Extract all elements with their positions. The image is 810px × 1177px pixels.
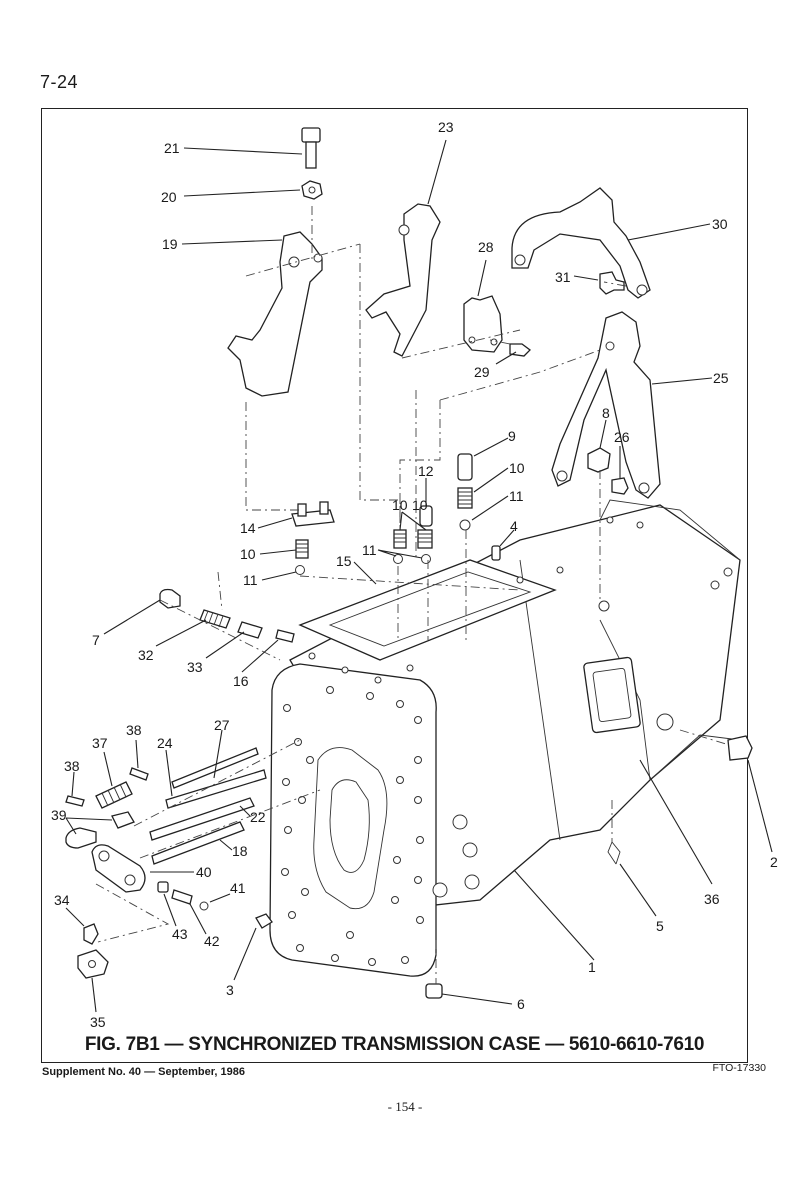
callout-11-upper-right: 11: [509, 488, 524, 504]
pin-38b: [65, 795, 85, 807]
callout-25: 25: [713, 370, 729, 386]
switch-34: [83, 923, 99, 945]
callout-39: 39: [51, 807, 67, 823]
callout-28: 28: [478, 239, 494, 255]
callout-7: 7: [92, 632, 100, 648]
callout-38-lower: 38: [64, 758, 80, 774]
shift-fork-23: [365, 203, 441, 357]
callout-37: 37: [92, 735, 108, 751]
spring-42: [171, 889, 193, 905]
shift-fork-30: [511, 187, 651, 299]
page-footer-number: - 154 -: [387, 1099, 423, 1114]
supplement-note: Supplement No. 40 — September, 1986: [42, 1066, 245, 1078]
callout-40: 40: [196, 864, 212, 880]
cap-8: [587, 447, 611, 473]
detent-plunger-9: [457, 453, 473, 481]
callout-23: 23: [438, 119, 454, 135]
callout-10-center: 10: [392, 497, 408, 513]
callout-labels: 21 20 19 23 30 28 31 29 25 8 9 26 10 12 …: [51, 119, 778, 1030]
callout-35: 35: [90, 1014, 106, 1030]
transmission-case: [269, 499, 741, 977]
spring-10a: [457, 487, 473, 509]
callout-10-center-right: 10: [412, 497, 428, 513]
callout-27: 27: [214, 717, 230, 733]
callout-4: 4: [510, 518, 518, 534]
pin-38a: [129, 767, 149, 781]
ball-41: [199, 901, 209, 911]
shift-fork-19: [227, 231, 323, 397]
callout-26: 26: [614, 429, 630, 445]
ball-11a: [459, 519, 471, 531]
callout-30: 30: [712, 216, 728, 232]
plungers-39: [65, 811, 135, 849]
callout-34: 34: [54, 892, 70, 908]
plunger-33: [237, 621, 263, 639]
callout-5: 5: [656, 918, 664, 934]
callout-38-upper: 38: [126, 722, 142, 738]
shift-block-28: [463, 295, 503, 353]
callout-42: 42: [204, 933, 220, 949]
page-section-number: 7-24: [40, 72, 79, 92]
plug-6: [425, 983, 443, 999]
plate-14: [291, 501, 335, 527]
spring-32: [199, 609, 231, 629]
pin-26: [611, 477, 629, 495]
callout-31: 31: [555, 269, 571, 285]
callout-15: 15: [336, 553, 352, 569]
pin-4: [491, 545, 501, 561]
callout-41: 41: [230, 880, 246, 896]
figure-frame: [41, 108, 748, 1063]
bracket-40: [91, 844, 146, 893]
callout-43: 43: [172, 926, 188, 942]
callout-2: 2: [770, 854, 778, 870]
callout-3: 3: [226, 982, 234, 998]
callout-21: 21: [164, 140, 180, 156]
callout-6: 6: [517, 996, 525, 1012]
figure-code: FTO-17330: [712, 1062, 767, 1074]
callout-10-upper-right: 10: [509, 460, 525, 476]
nut-20: [301, 180, 323, 200]
callout-10-left: 10: [240, 546, 256, 562]
spring-10c: [295, 539, 309, 559]
switch-body-35: [77, 949, 109, 979]
callout-9: 9: [508, 428, 516, 444]
callout-1: 1: [588, 959, 596, 975]
callout-36: 36: [704, 891, 720, 907]
callout-14: 14: [240, 520, 256, 536]
plug-43: [157, 881, 169, 893]
callout-20: 20: [161, 189, 177, 205]
figure-caption: FIG. 7B1 — SYNCHRONIZED TRANSMISSION CAS…: [84, 1034, 705, 1055]
callout-33: 33: [187, 659, 203, 675]
plug-7: [159, 588, 181, 609]
ball-11b: [295, 565, 305, 575]
bolt-21: [301, 127, 321, 169]
cotter-pin-5: [607, 841, 621, 865]
spring-10b: [417, 529, 433, 549]
spring-37: [95, 781, 133, 809]
callout-8: 8: [602, 405, 610, 421]
spring-10d: [393, 529, 407, 549]
callout-22: 22: [250, 809, 266, 825]
callout-24: 24: [157, 735, 173, 751]
pin-16: [275, 629, 295, 643]
pin-3: [255, 913, 273, 929]
callout-18: 18: [232, 843, 248, 859]
callout-12: 12: [418, 463, 434, 479]
assembly-guide-lines: [95, 206, 727, 984]
callout-11-left: 11: [243, 572, 258, 588]
callout-32: 32: [138, 647, 154, 663]
callout-29: 29: [474, 364, 490, 380]
callout-19: 19: [162, 236, 178, 252]
shift-fork-25: [551, 311, 661, 499]
callout-16: 16: [233, 673, 249, 689]
bushing-2: [727, 735, 753, 761]
leader-lines: [65, 139, 773, 1013]
shift-rails: [149, 747, 267, 865]
callout-11-center: 11: [362, 542, 377, 558]
